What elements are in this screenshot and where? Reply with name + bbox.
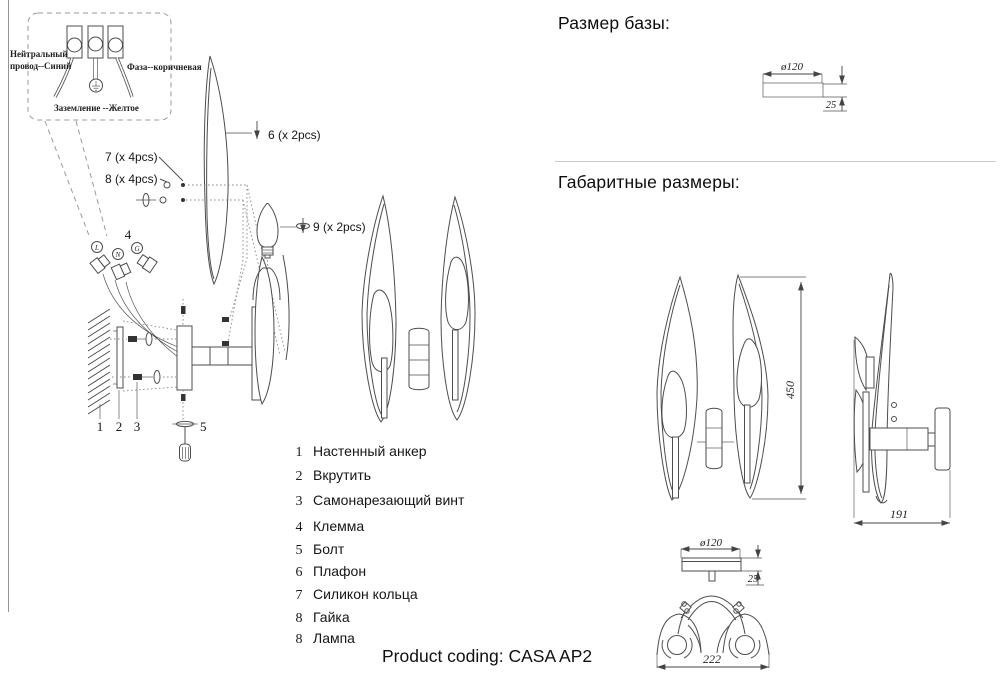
- part-name: Болт: [313, 541, 345, 557]
- overall-size-title: Габаритные размеры:: [558, 172, 740, 192]
- part-name: Плафон: [313, 563, 367, 579]
- assembled-lamp-front: [361, 194, 476, 423]
- callout-6: 6 (x 2pcs): [268, 128, 321, 142]
- base-diameter-dim: ø120: [780, 61, 804, 73]
- section-divider: [555, 161, 996, 162]
- overall-front-view: 450: [656, 273, 806, 501]
- parts-list-item: 2 Вкрутить: [293, 467, 372, 485]
- parts-list-item: 5 Болт: [293, 541, 345, 559]
- parts-list-item: 1 Настенный анкер: [293, 443, 427, 461]
- label-neutral-line1: Нейтральный: [10, 49, 68, 59]
- exploded-shade: 6 (x 2pcs): [203, 55, 321, 286]
- callout-2: 2: [116, 419, 123, 434]
- part-number: 6: [295, 565, 303, 580]
- overall-bottom-view: ø120 25 222: [656, 537, 770, 670]
- part-number: 4: [295, 520, 303, 535]
- part-number: 8: [295, 611, 303, 626]
- base-size-drawing: ø120 25: [762, 61, 847, 112]
- callout-7: 7 (x 4pcs): [105, 150, 158, 164]
- wiring-diagram-box: Нейтральный провод--Синий Фаза--коричнев…: [10, 12, 202, 121]
- terminal-letter-l: L: [94, 244, 99, 252]
- part-number: 3: [295, 494, 303, 509]
- part-name: Силикон кольца: [313, 586, 418, 602]
- terminal-block-left: [66, 25, 83, 59]
- overall-height-dim: 450: [783, 381, 797, 399]
- parts-list: 1 Настенный анкер 2 Вкрутить 3 Самонарез…: [293, 0, 533, 690]
- callout-5: 5: [200, 419, 207, 434]
- page-left-border: [8, 0, 9, 612]
- anchor-bolts: [110, 320, 178, 392]
- mounting-strip: [113, 326, 124, 389]
- parts-list-item: 6 Плафон: [293, 563, 367, 581]
- callout-9: 9 (x 2pcs): [313, 220, 366, 234]
- parts-list-item: 7 Силикон кольца: [293, 586, 418, 604]
- overall-side-view: 191: [853, 272, 951, 526]
- part-name: Лампа: [313, 630, 355, 646]
- candle-bulb: 9 (x 2pcs): [256, 202, 366, 270]
- wall-bracket: [176, 299, 262, 421]
- label-ground: Заземление --Желтое: [54, 103, 139, 113]
- parts-list-item: 3 Самонарезающий винт: [293, 492, 465, 510]
- part-number: 7: [295, 588, 303, 603]
- terminal-block-right: [107, 25, 124, 59]
- part-number: 5: [295, 543, 303, 558]
- part-name: Вкрутить: [313, 467, 372, 483]
- base-thickness-dim: 25: [826, 100, 837, 111]
- screwdriver: 5: [172, 419, 207, 462]
- callout-8: 8 (x 4pcs): [105, 172, 158, 186]
- canopy-profile: [252, 254, 290, 406]
- bottom-thickness-dim: 25: [748, 574, 759, 585]
- parts-list-item: 4 Клемма: [293, 518, 365, 536]
- part-number: 8: [295, 632, 303, 647]
- ground-symbol: [89, 58, 103, 93]
- label-phase: Фаза--коричневая: [127, 62, 202, 72]
- terminal-block-middle: [87, 25, 104, 59]
- terminal-letter-g: G: [134, 245, 139, 253]
- bottom-diameter-dim: ø120: [699, 537, 723, 549]
- part-name: Настенный анкер: [313, 443, 427, 459]
- callout-1: 1: [97, 419, 104, 434]
- callout-3: 3: [134, 419, 141, 434]
- parts-list-item: 8 Гайка: [293, 609, 350, 627]
- wiring-box-leaders: [44, 120, 108, 239]
- product-coding: Product coding: CASA AP2: [382, 646, 593, 666]
- part-name: Гайка: [313, 609, 350, 625]
- callouts-1-2-3: 1 2 3: [97, 382, 141, 434]
- part-name: Клемма: [313, 518, 365, 534]
- wall-hatching: [87, 308, 111, 415]
- terminal-letter-n: N: [115, 251, 121, 259]
- part-number: 2: [295, 469, 303, 484]
- overall-depth-dim: 191: [890, 507, 908, 521]
- bottom-width-dim: 222: [703, 652, 721, 666]
- callouts-7-8: 7 (x 4pcs) 8 (x 4pcs): [105, 150, 286, 356]
- label-neutral-line2: провод--Синий: [10, 61, 71, 71]
- part-name: Самонарезающий винт: [313, 492, 465, 508]
- callout-4: 4: [125, 227, 132, 242]
- part-number: 1: [295, 445, 303, 460]
- parts-list-item: 8 Лампа: [293, 630, 355, 648]
- base-size-title: Размер базы:: [558, 13, 671, 33]
- terminal-connectors: L N G 4: [89, 227, 179, 358]
